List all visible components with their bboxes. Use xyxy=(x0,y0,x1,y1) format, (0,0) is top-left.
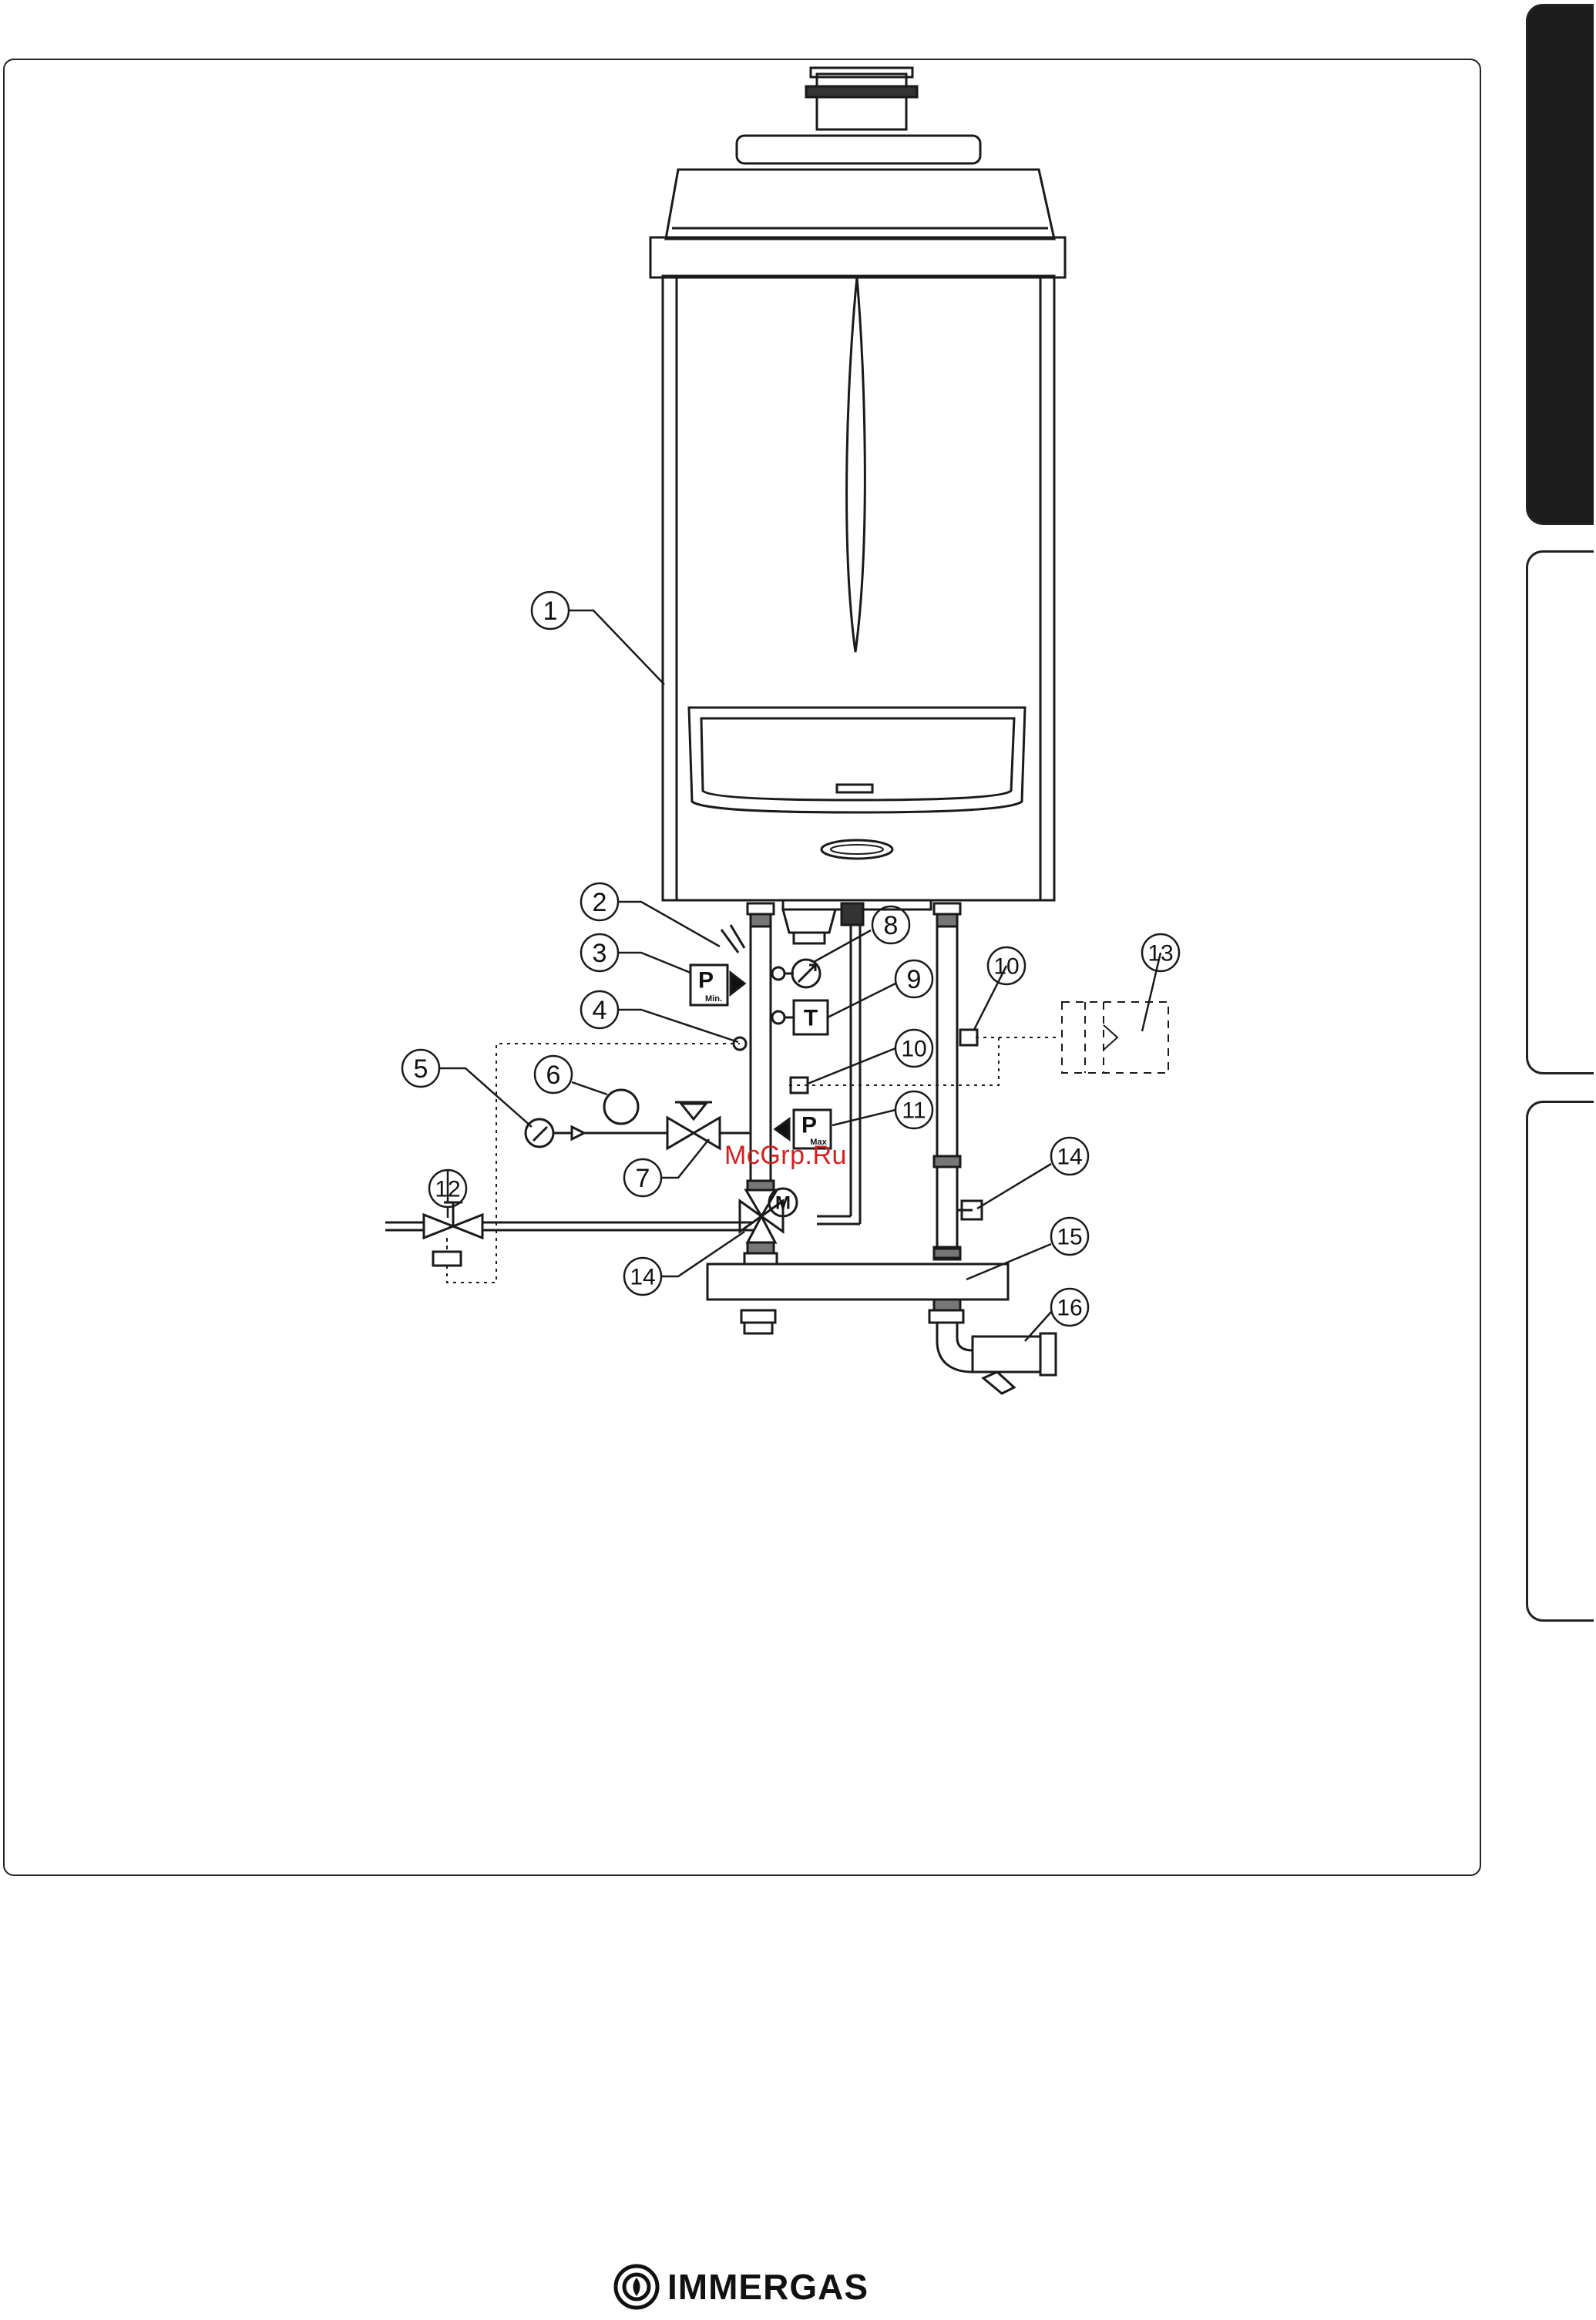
callout-14b-label: 14 xyxy=(630,1265,655,1290)
brand-name: IMMERGAS xyxy=(667,2266,869,2308)
expansion-assembly xyxy=(526,1090,751,1148)
watermark: McGrp.Ru xyxy=(724,1141,847,1171)
callout-16-label: 16 xyxy=(1057,1296,1082,1321)
supply-line xyxy=(385,1202,754,1266)
callout-1-label: 1 xyxy=(543,597,558,626)
pmin-letter: P xyxy=(698,968,714,994)
callout-6-label: 6 xyxy=(546,1061,561,1090)
callout-14a-label: 14 xyxy=(1057,1145,1082,1170)
fitting-10b xyxy=(960,1030,977,1045)
pmax-letter: P xyxy=(801,1113,817,1138)
pmin-sub: Min. xyxy=(705,994,722,1004)
gas-pipe xyxy=(817,925,860,1224)
pressure-gauge-8 xyxy=(772,960,820,987)
air-vent-2 xyxy=(721,925,744,953)
brand-logo: IMMERGAS xyxy=(613,2260,869,2314)
callout-4-label: 4 xyxy=(593,996,607,1025)
callout-12-label: 12 xyxy=(435,1177,460,1202)
callout-11-label: 11 xyxy=(902,1098,926,1124)
callout-3-label: 3 xyxy=(593,939,607,968)
callout-10a-label: 10 xyxy=(901,1037,926,1062)
callout-8-label: 8 xyxy=(884,911,899,940)
motor-letter: M xyxy=(775,1193,791,1214)
callout-13-label: 13 xyxy=(1147,941,1173,967)
callout-circles xyxy=(402,592,1179,1326)
boiler-body xyxy=(663,276,1054,910)
boiler-top-cap xyxy=(650,136,1065,277)
return-pipe-right xyxy=(934,903,982,1259)
callout-2-label: 2 xyxy=(593,888,607,917)
thermostat-letter: T xyxy=(804,1006,818,1031)
filter-assembly xyxy=(937,1323,1056,1394)
thermostat-9 xyxy=(772,1000,828,1034)
callout-5-label: 5 xyxy=(414,1054,428,1084)
flue-pipe xyxy=(806,68,917,129)
immergas-logo-icon xyxy=(613,2264,660,2310)
external-unit-13 xyxy=(1062,1002,1168,1073)
callout-7-label: 7 xyxy=(636,1164,650,1193)
callout-9-label: 9 xyxy=(907,965,922,994)
callout-15-label: 15 xyxy=(1057,1225,1082,1250)
callout-10b-label: 10 xyxy=(993,954,1019,980)
manifold-bar xyxy=(707,1242,1008,1333)
